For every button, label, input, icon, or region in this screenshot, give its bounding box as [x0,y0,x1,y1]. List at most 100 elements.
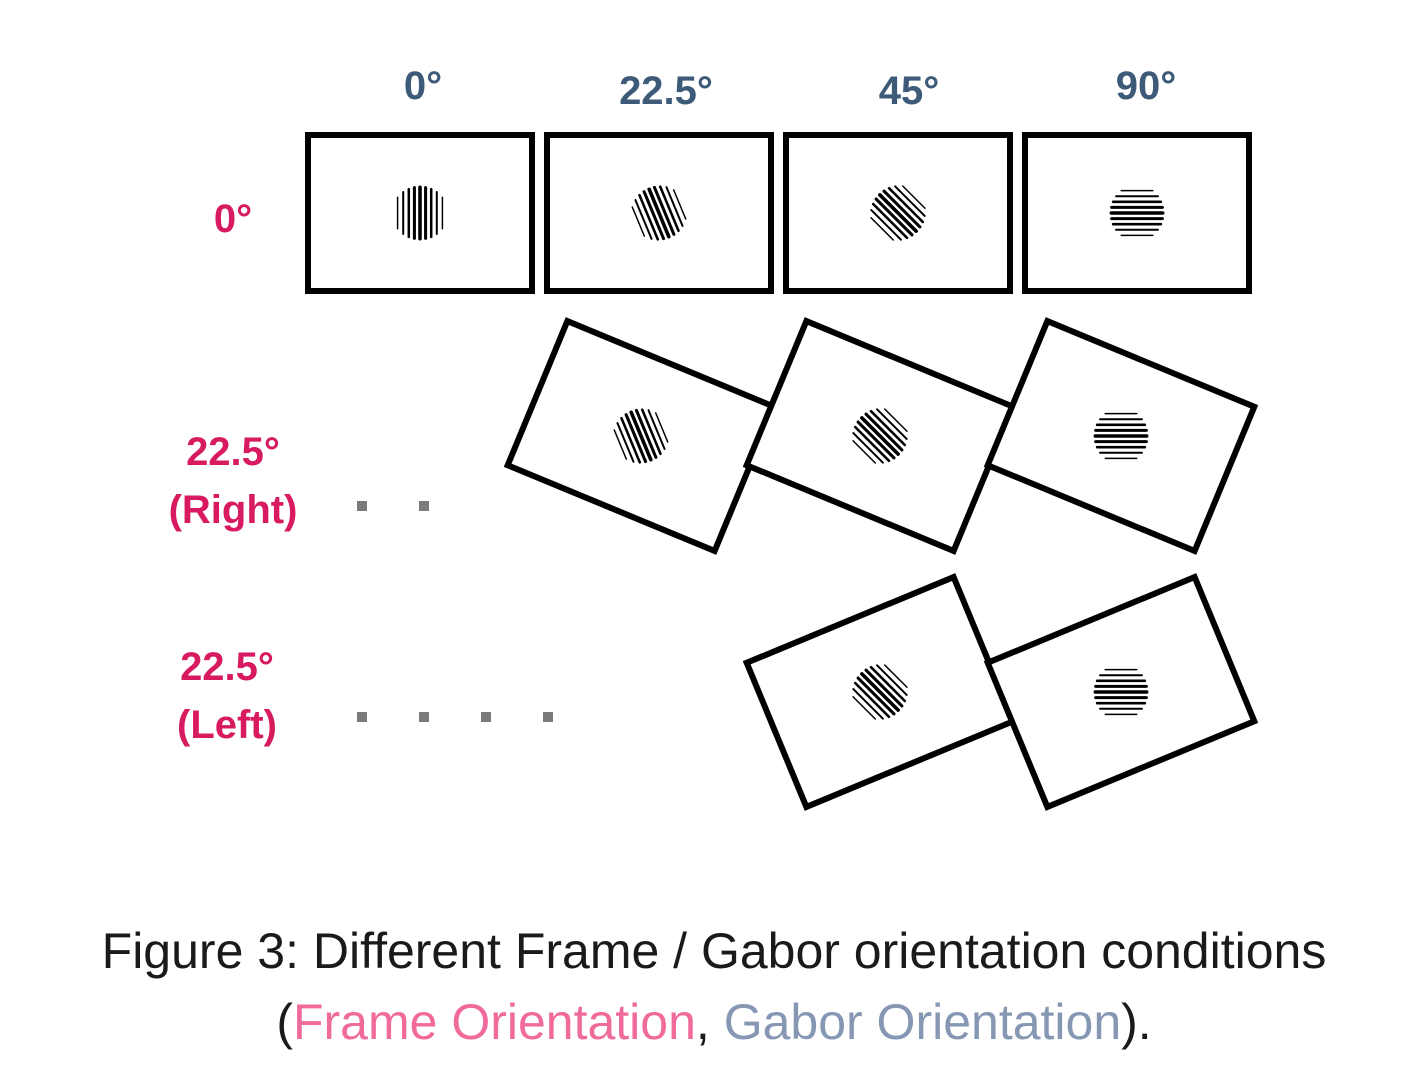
gabor-stripe [852,432,884,464]
gabor-patch [396,185,444,241]
gabor-stripe [642,190,666,241]
gabor-stripe [396,196,399,230]
gabor-stripe [616,422,635,463]
gabor-stripe [1109,211,1165,215]
gabor-stripe [1099,674,1143,677]
gabor-stripe [654,412,669,443]
gabor-stripe [1104,412,1138,415]
ellipsis-dot-row2 [357,712,367,722]
gabor-stripe [1095,679,1147,683]
ellipsis-dot-row2 [419,712,429,722]
gabor-stripe [620,416,642,464]
gabor-stripe [631,206,646,237]
gabor-stripe [852,695,877,720]
gabor-stripe [652,185,676,236]
gabor-patch [1109,189,1165,237]
gabor-stripe [613,429,628,460]
gabor-stripe [441,196,444,230]
gabor-stripe [647,187,671,239]
figure-caption-line2: (Frame Orientation, Gabor Orientation). [0,997,1428,1047]
gabor-stripe [435,191,438,235]
gabor-stripe [878,193,918,233]
gabor-stripe [1120,189,1154,192]
gabor-stripe [852,439,877,464]
figure-caption-line1: Figure 3: Different Frame / Gabor orient… [101,923,1327,979]
gabor-stripe [882,189,922,229]
ellipsis-dot-row2 [543,712,553,722]
gabor-stripe [870,216,895,241]
frame-r2-c1 [983,573,1259,811]
ellipsis-dot-row2 [481,712,491,722]
gabor-stripe [1120,234,1154,237]
frame-label-left-line1: 22.5° [180,645,274,689]
gabor-stripe [1094,684,1148,688]
gabor-stripe [871,202,909,240]
gabor-stripe [412,186,416,240]
gabor-patch [613,408,669,464]
gabor-stripe [1094,428,1148,432]
gabor-stripe [856,420,896,460]
frame-label-right-line1: 22.5° [186,430,280,474]
gabor-stripe [1104,713,1138,716]
gabor-patch [852,408,908,464]
gabor-stripe [634,199,653,240]
gabor-stripe [429,187,433,239]
gabor-stripe [665,186,684,227]
gabor-stripe [853,681,891,719]
frame-r1-c2 [983,317,1259,555]
gabor-stripe [853,425,891,463]
gabor-stripe [1095,701,1147,705]
gabor-patch [852,664,908,720]
gabor-stripe [856,676,896,716]
gabor-label-22-5: 22.5° [619,69,713,113]
ellipsis-dot-row1 [357,501,367,511]
gabor-stripe [629,410,653,462]
gabor-stripe [883,664,908,689]
gabor-stripe [407,187,411,239]
gabor-stripe [638,193,660,241]
gabor-stripe [634,408,658,459]
gabor-stripe [1111,222,1163,226]
frame-r0-c1 [544,132,774,294]
gabor-stripe [1093,690,1149,694]
gabor-stripe [1115,228,1159,231]
gabor-label-90: 90° [1115,64,1177,108]
gabor-stripe [418,185,422,241]
gabor-stripe [672,189,687,220]
gabor-stripe [624,413,648,464]
gabor-patch [1093,668,1149,716]
gabor-stripe [1094,696,1148,700]
frame-label-left: 22.5° (Left) [127,638,327,754]
gabor-patch [631,185,687,241]
gabor-stripe [402,191,405,235]
gabor-stripe [1095,423,1147,427]
ellipsis-dot-row1 [419,501,429,511]
frame-r1-c0 [503,317,779,555]
frame-r0-c2 [783,132,1013,294]
frame-label-right-line2: (Right) [168,488,298,532]
frame-label-left-line2: (Left) [177,703,277,747]
gabor-stripe [1104,457,1138,460]
gabor-stripe [658,185,680,233]
gabor-stripe [876,664,908,696]
frame-r0-c0 [305,132,535,294]
gabor-stripe [864,668,904,708]
frame-r2-c0 [742,573,1018,811]
frame-r1-c1 [742,317,1018,555]
gabor-stripe [860,416,900,456]
gabor-stripe [1099,418,1143,421]
gabor-label-45: 45° [878,69,940,113]
gabor-stripe [1093,434,1149,438]
caption-frame-term: Frame Orientation [292,994,696,1050]
gabor-stripe [869,409,907,447]
gabor-stripe [640,408,662,456]
gabor-stripe [901,185,926,210]
gabor-stripe [869,665,907,703]
gabor-stripe [1099,707,1143,710]
frame-r0-c3 [1022,132,1252,294]
gabor-patch [1093,412,1149,460]
frame-label-0: 0° [133,190,333,248]
gabor-stripe [1115,195,1159,198]
gabor-stripe [1094,440,1148,444]
gabor-stripe [1104,668,1138,671]
